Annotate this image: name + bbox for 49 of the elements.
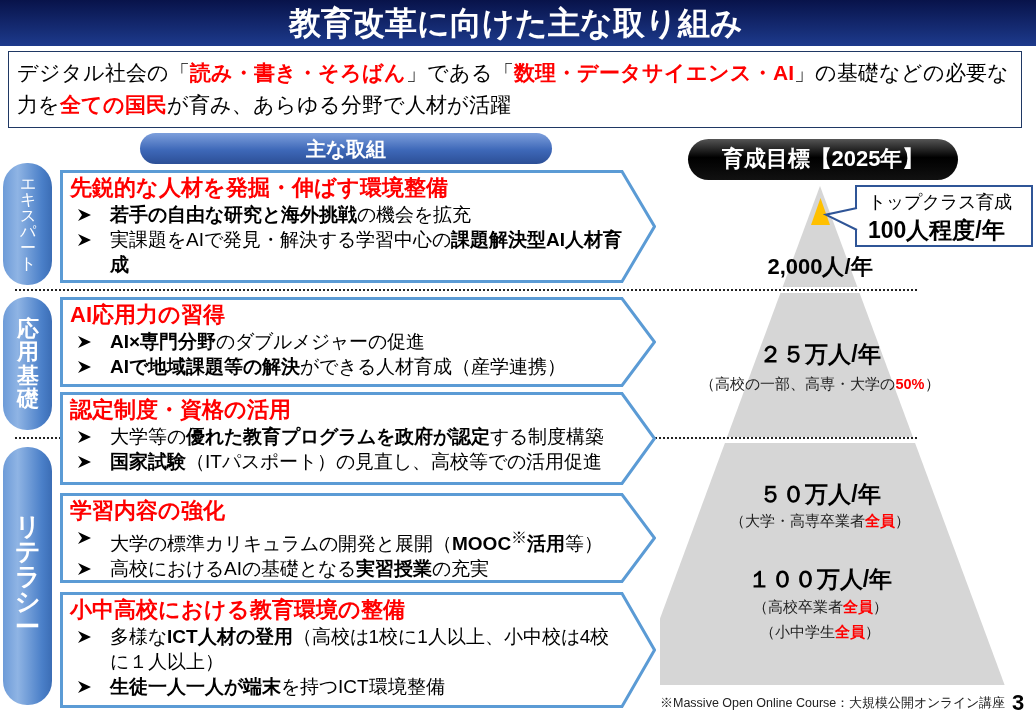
tier-note: （高校卒業者全員）	[752, 599, 888, 617]
bullet-text: 大学等の優れた教育プログラムを政府が認定する制度構築	[110, 425, 604, 449]
chevron-box	[60, 297, 656, 387]
section-heading: 学習内容の強化	[70, 497, 225, 525]
bullet-text: 高校におけるAIの基礎となる実習授業の充実	[110, 557, 489, 582]
heading-pill	[140, 133, 552, 164]
summary-text: デジタル社会の「読み・書き・そろばん」である「数理・データサイエンス・AI」の基礎などの必要な力を全ての国民が育み、あらゆる分野で人材が活躍	[17, 60, 1010, 118]
bullet-text: 大学の標準カリキュラムの開発と展開（MOOC$^{※}$活用等）	[110, 528, 604, 557]
tier-figure: ５０万人/年	[759, 481, 881, 509]
bullet-text: 若手の自由な研究と海外挑戦の機会を拡充	[110, 203, 471, 227]
summary-box	[8, 51, 1022, 128]
tier-figure: １００万人/年	[747, 566, 893, 594]
bullet-text: 国家試験（ITパスポート）の見直し、高校等での活用促進	[110, 450, 602, 474]
category-tab	[3, 297, 52, 430]
bullet-text: 生徒一人一人が端末を持つICT環境整備	[110, 675, 445, 699]
apex-triangle	[811, 198, 830, 225]
page-number: 3	[1012, 690, 1025, 717]
tab-label: エキスパート	[19, 176, 36, 272]
tier-figure: 2,000人/年	[767, 253, 873, 281]
chevron-box	[60, 392, 656, 485]
callout-text: 100人程度/年	[868, 216, 1005, 245]
chevron-box	[60, 592, 656, 708]
callout-text: トップクラス育成	[868, 191, 1012, 214]
bullet-text: AI×専門分野のダブルメジャーの促進	[110, 330, 426, 354]
pyramid-tier	[660, 443, 1005, 685]
tier-note: （小中学生全員）	[760, 624, 880, 642]
callout-pointer	[822, 207, 858, 231]
bullet-text: AIで地域課題等の解決ができる人材育成（産学連携）	[110, 355, 566, 379]
bullet-text: 多様なICT人材の登用（高校は1校に1人以上、小中校は4校に１人以上）	[110, 625, 611, 674]
tier-note: （高校の一部、高専・大学の50%）	[700, 376, 940, 394]
tier-note: （大学・高専卒業者全員）	[730, 513, 910, 531]
tab-label: 応用基礎	[16, 317, 39, 410]
pill-label: 育成目標【2025年】	[721, 146, 925, 173]
bullet-text: 実課題をAIで発見・解決する学習中心の課題解決型AI人材育成	[110, 228, 622, 277]
section-heading: 小中高校における教育環境の整備	[70, 596, 405, 624]
tier-figure: ２５万人/年	[759, 341, 881, 369]
pill-label: 主な取組	[306, 136, 386, 161]
target-pill	[688, 139, 958, 180]
callout-box	[855, 185, 1033, 247]
tab-label: リテラシー	[14, 513, 41, 639]
chevron-box	[60, 170, 656, 283]
section-heading: 先鋭的な人材を発掘・伸ばす環境整備	[70, 174, 448, 202]
category-tab	[3, 447, 52, 705]
title: 教育改革に向けた主な取り組み	[289, 4, 743, 42]
chevron-box	[60, 493, 656, 583]
section-heading: 認定制度・資格の活用	[70, 396, 291, 424]
section-heading: AI応用力の習得	[70, 301, 225, 329]
category-tab	[3, 163, 52, 285]
footnote: ※Massive Open Online Course：大規模公開オンライン講座	[660, 696, 1006, 711]
